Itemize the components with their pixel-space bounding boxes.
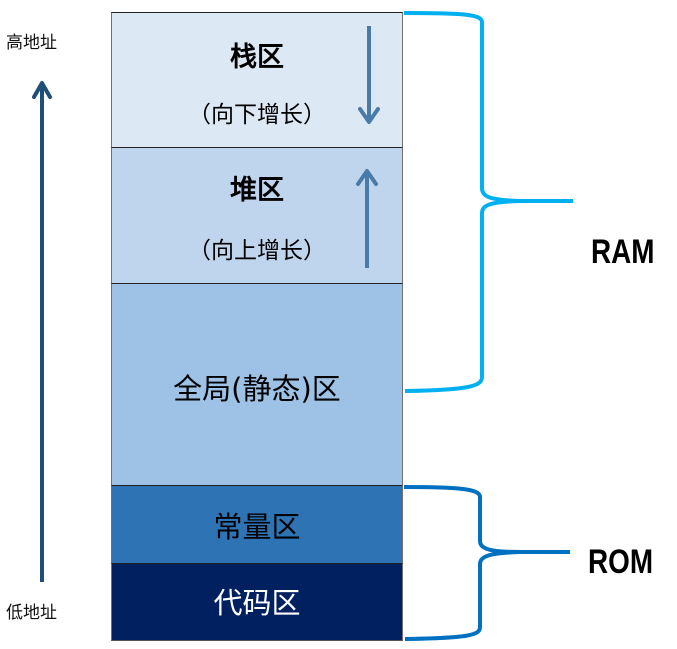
code-region-title: 代码区 [213,586,301,620]
global-static-region-title: 全局(静态)区 [173,372,341,406]
heap-grow-up-arrow-icon [356,169,378,268]
stack-grow-down-arrow-icon [358,26,380,124]
address-up-arrow-icon [32,81,52,582]
ram-label: RAM [591,233,655,271]
constant-region-title: 常量区 [213,510,301,544]
heap-region: 堆区 （向上增长） [111,147,403,284]
rom-brace [403,485,570,641]
ram-brace [403,11,573,393]
stack-region: 栈区 （向下增长） [111,12,403,148]
code-region: 代码区 [111,563,403,641]
constant-region: 常量区 [111,485,403,564]
stack-region-title: 栈区 [230,42,284,73]
high-address-label: 高地址 [6,33,57,53]
heap-region-subtitle: （向上增长） [188,238,326,264]
stack-region-subtitle: （向下增长） [188,102,326,128]
rom-label: ROM [588,543,654,581]
low-address-label: 低地址 [6,603,57,623]
global-static-region: 全局(静态)区 [111,283,403,486]
heap-region-title: 堆区 [230,175,284,206]
